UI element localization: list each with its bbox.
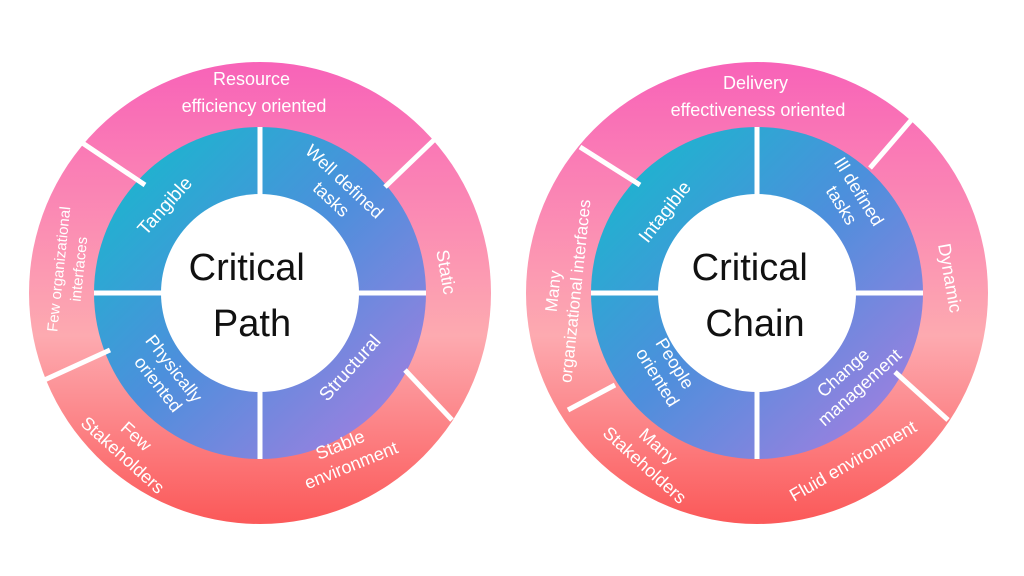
critical-chain-diagram: Critical Chain Intagible Ill defined tas…: [526, 62, 988, 524]
outer-label-resource-efficiency: Resource efficiency oriented: [182, 69, 327, 116]
label-line: Resource: [213, 69, 290, 89]
center-title-line-2: Path: [213, 303, 291, 345]
center-title-line-2: Chain: [705, 303, 804, 345]
center-title-line-1: Critical: [189, 247, 305, 289]
center-title: Critical Path: [189, 247, 316, 345]
center-title: Critical Chain: [692, 247, 819, 345]
outer-label-delivery-effectiveness: Delivery effectiveness oriented: [671, 73, 846, 120]
center-circle: [658, 194, 856, 392]
label-line: Delivery: [723, 73, 788, 93]
label-line: efficiency oriented: [182, 96, 327, 116]
label-line: interfaces: [68, 236, 92, 302]
label-line: Many: [542, 269, 565, 313]
center-circle: [161, 194, 359, 392]
label-line: effectiveness oriented: [671, 100, 846, 120]
critical-path-diagram: Critical Path Tangible Well defined task…: [29, 62, 491, 524]
center-title-line-1: Critical: [692, 247, 808, 289]
